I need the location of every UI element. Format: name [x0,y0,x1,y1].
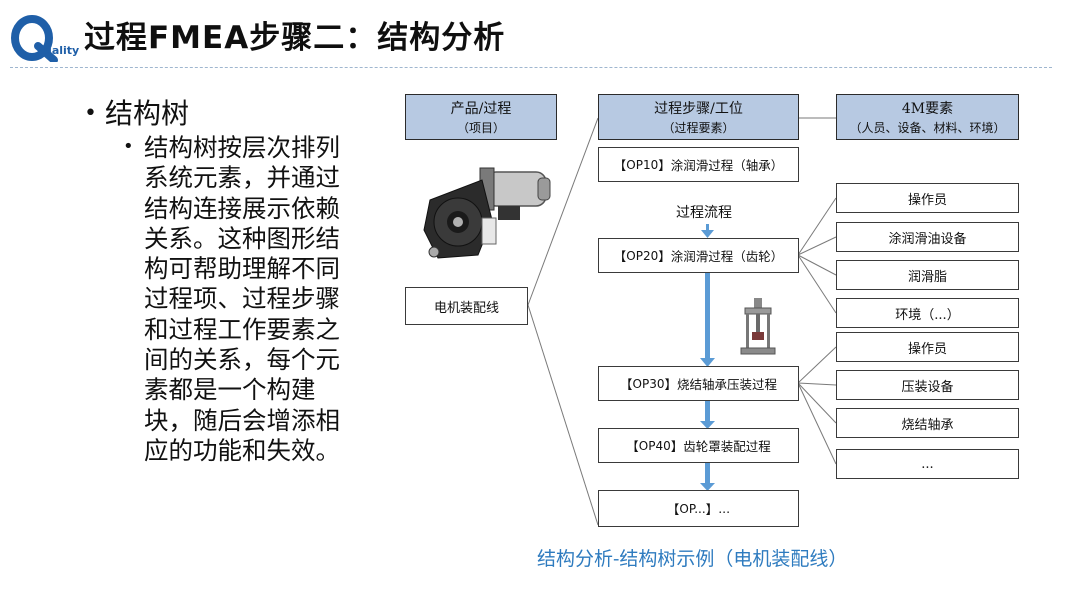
product-box-motor-assembly-line: 电机装配线 [405,287,528,325]
element-grease: 润滑脂 [836,260,1019,290]
element-label: 涂润滑油设备 [888,231,967,247]
process-flow-label: 过程流程 [676,205,732,221]
op20-text: 涂润滑过程（齿轮） [670,249,784,264]
element-operator-2: 操作员 [836,332,1019,362]
op30-code: OP30 [632,376,665,391]
header-4m-title: 4M要素 [901,101,954,117]
header-step-title: 过程步骤/工位 [654,101,743,117]
op10-code: OP10 [626,157,659,172]
element-label: 操作员 [907,192,947,208]
header-4m-elements: 4M要素 （人员、设备、材料、环境） [836,94,1019,140]
element-label: 烧结轴承 [901,417,954,433]
header-product-title: 产品/过程 [450,101,512,117]
op-more-code: OP... [679,501,706,516]
quality-logo: uality [10,14,84,64]
header-product-process: 产品/过程 （项目） [405,94,557,140]
element-sintered-bearing: 烧结轴承 [836,408,1019,438]
diagram-caption: 结构分析-结构树示例（电机装配线） [537,548,848,570]
header-process-step: 过程步骤/工位 （过程要素） [598,94,799,140]
element-label: 操作员 [907,341,947,357]
op-box-op30: 【OP30】烧结轴承压装过程 [598,366,799,401]
bullet-structure-tree: •结构树 [84,97,189,130]
element-label: 环境（...） [895,307,960,323]
op10-text: 涂润滑过程（轴承） [670,158,784,173]
op-box-op-more: 【OP...】... [598,490,799,527]
product-box-label: 电机装配线 [433,300,499,316]
element-label: 润滑脂 [907,269,947,285]
element-press-equipment: 压装设备 [836,370,1019,400]
element-environment: 环境（...） [836,298,1019,328]
title-divider [10,67,1052,68]
element-label: 压装设备 [901,379,954,395]
op-box-op10: 【OP10】涂润滑过程（轴承） [598,147,799,182]
press-equipment-image [737,298,779,356]
structure-tree-description: 结构树按层次排列系统元素，并通过结构连接展示依赖关系。这种图形结构可帮助理解不同… [144,133,340,465]
op40-text: 齿轮罩装配过程 [683,439,771,454]
op40-code: OP40 [638,438,671,453]
element-operator-1: 操作员 [836,183,1019,213]
header-step-subtitle: （过程要素） [662,121,735,135]
element-lubrication-equipment: 涂润滑油设备 [836,222,1019,252]
element-label: ... [921,456,934,472]
op30-text: 烧结轴承压装过程 [676,377,777,392]
element-more: ... [836,449,1019,479]
op-more-text: ... [718,501,731,516]
motor-image [420,160,560,270]
sub-bullet-dot: • [123,136,134,157]
op20-code: OP20 [626,248,659,263]
page-title: 过程FMEA步骤二：结构分析 [84,20,506,56]
header-product-subtitle: （项目） [456,121,505,135]
bullet-label: 结构树 [104,97,189,130]
header-4m-subtitle: （人员、设备、材料、环境） [849,121,1006,135]
op-box-op40: 【OP40】齿轮罩装配过程 [598,428,799,463]
logo-text: uality [44,44,79,57]
op-box-op20: 【OP20】涂润滑过程（齿轮） [598,238,799,273]
